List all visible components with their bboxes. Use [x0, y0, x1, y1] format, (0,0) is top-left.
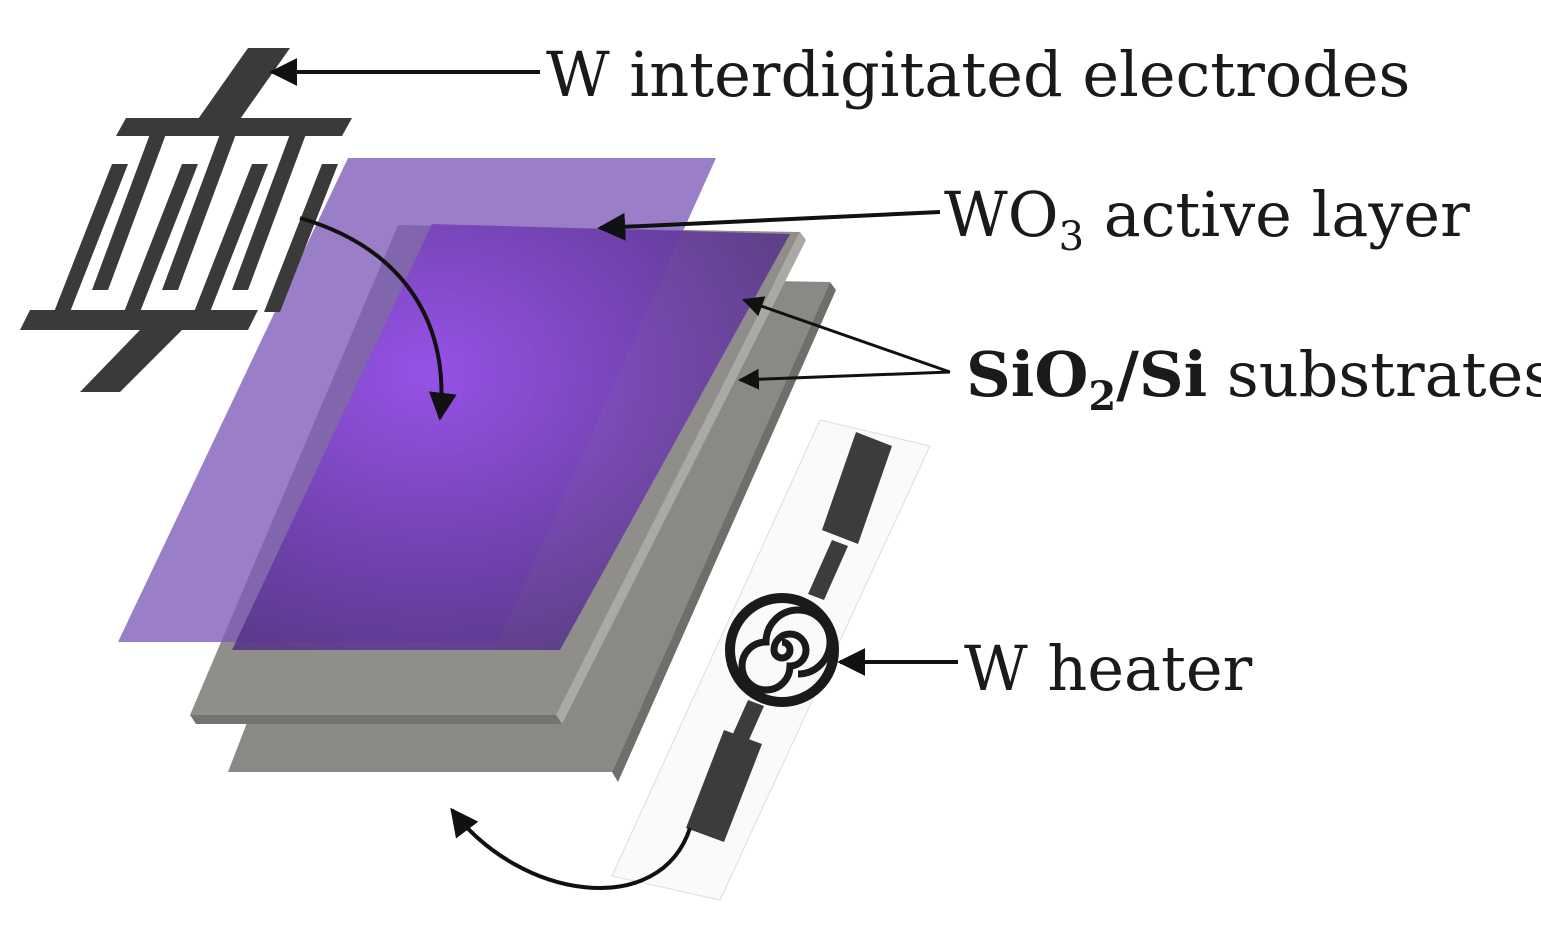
label-electrodes: W interdigitated electrodes — [546, 38, 1410, 111]
label-active-layer-suffix: active layer — [1084, 178, 1470, 251]
label-substrates-suffix: substrates — [1207, 338, 1541, 411]
label-substrates: SiO2/Si substrates — [966, 338, 1541, 420]
label-substrates-sub: 2 — [1088, 373, 1116, 420]
w-heater — [611, 419, 931, 901]
heater-placement-curved-arrow — [450, 807, 692, 890]
electrode-placement-curved-arrow — [299, 216, 457, 421]
label-substrates-mid: /Si — [1116, 338, 1207, 411]
label-active-layer: WO3 active layer — [944, 178, 1470, 260]
label-active-layer-prefix: WO — [944, 178, 1059, 251]
label-heater: W heater — [964, 632, 1253, 705]
heater-spiral-icon — [725, 593, 839, 707]
interdigitated-electrodes — [20, 48, 352, 392]
label-active-layer-sub: 3 — [1059, 214, 1084, 260]
substrates-pointer-arrows — [737, 296, 951, 390]
label-substrates-prefix: SiO — [966, 338, 1088, 411]
active-layer-pointer-arrow — [597, 210, 941, 241]
wo3-active-layer — [118, 158, 790, 650]
